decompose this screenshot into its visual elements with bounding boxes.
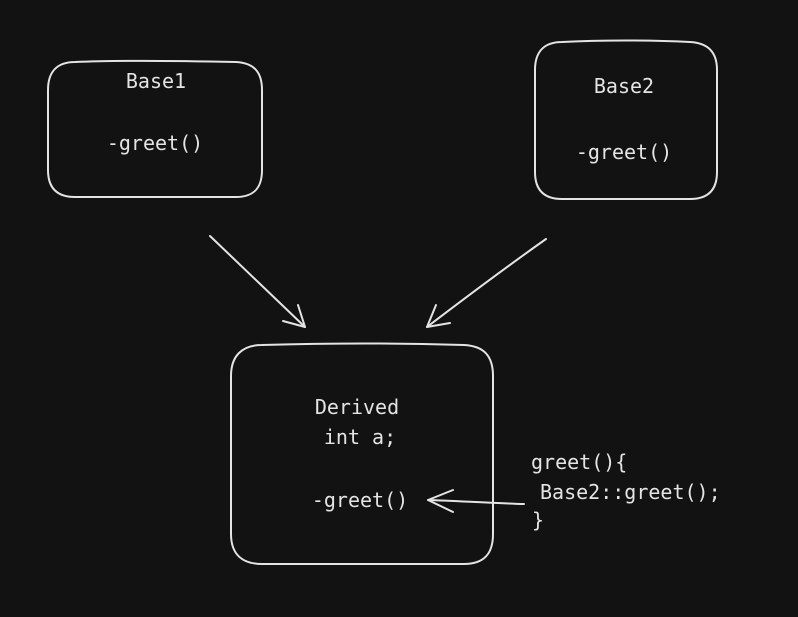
- derived-title: Derived: [315, 395, 399, 419]
- base2-node: Base2 -greet(): [534, 39, 718, 200]
- arrow-override-to-greet: [427, 489, 525, 513]
- base2-box: [534, 39, 718, 200]
- arrow-override-shaft: [427, 499, 525, 505]
- derived-field: int a;: [324, 425, 396, 449]
- arrow-base1-head: [282, 304, 306, 328]
- base1-method: -greet(): [107, 131, 203, 155]
- base1-title: Base1: [126, 69, 186, 93]
- derived-box: [230, 342, 494, 565]
- base1-box: [47, 59, 263, 198]
- annotation-line-2: Base2::greet();: [540, 480, 721, 504]
- arrow-base1-to-derived: [209, 235, 306, 328]
- arrow-base2-to-derived: [426, 238, 547, 328]
- base2-title: Base2: [594, 74, 654, 98]
- override-annotation: greet(){ Base2::greet(); }: [531, 450, 721, 532]
- base2-method: -greet(): [576, 140, 672, 164]
- annotation-line-1: greet(){: [531, 450, 627, 474]
- arrow-base2-shaft: [426, 238, 547, 328]
- derived-node: Derived int a; -greet(): [230, 342, 494, 565]
- arrow-base2-head: [426, 304, 451, 328]
- arrow-base1-shaft: [209, 235, 306, 328]
- derived-method: -greet(): [312, 488, 408, 512]
- arrow-override-head: [427, 489, 454, 513]
- annotation-line-3: }: [532, 508, 544, 532]
- base1-node: Base1 -greet(): [47, 59, 263, 198]
